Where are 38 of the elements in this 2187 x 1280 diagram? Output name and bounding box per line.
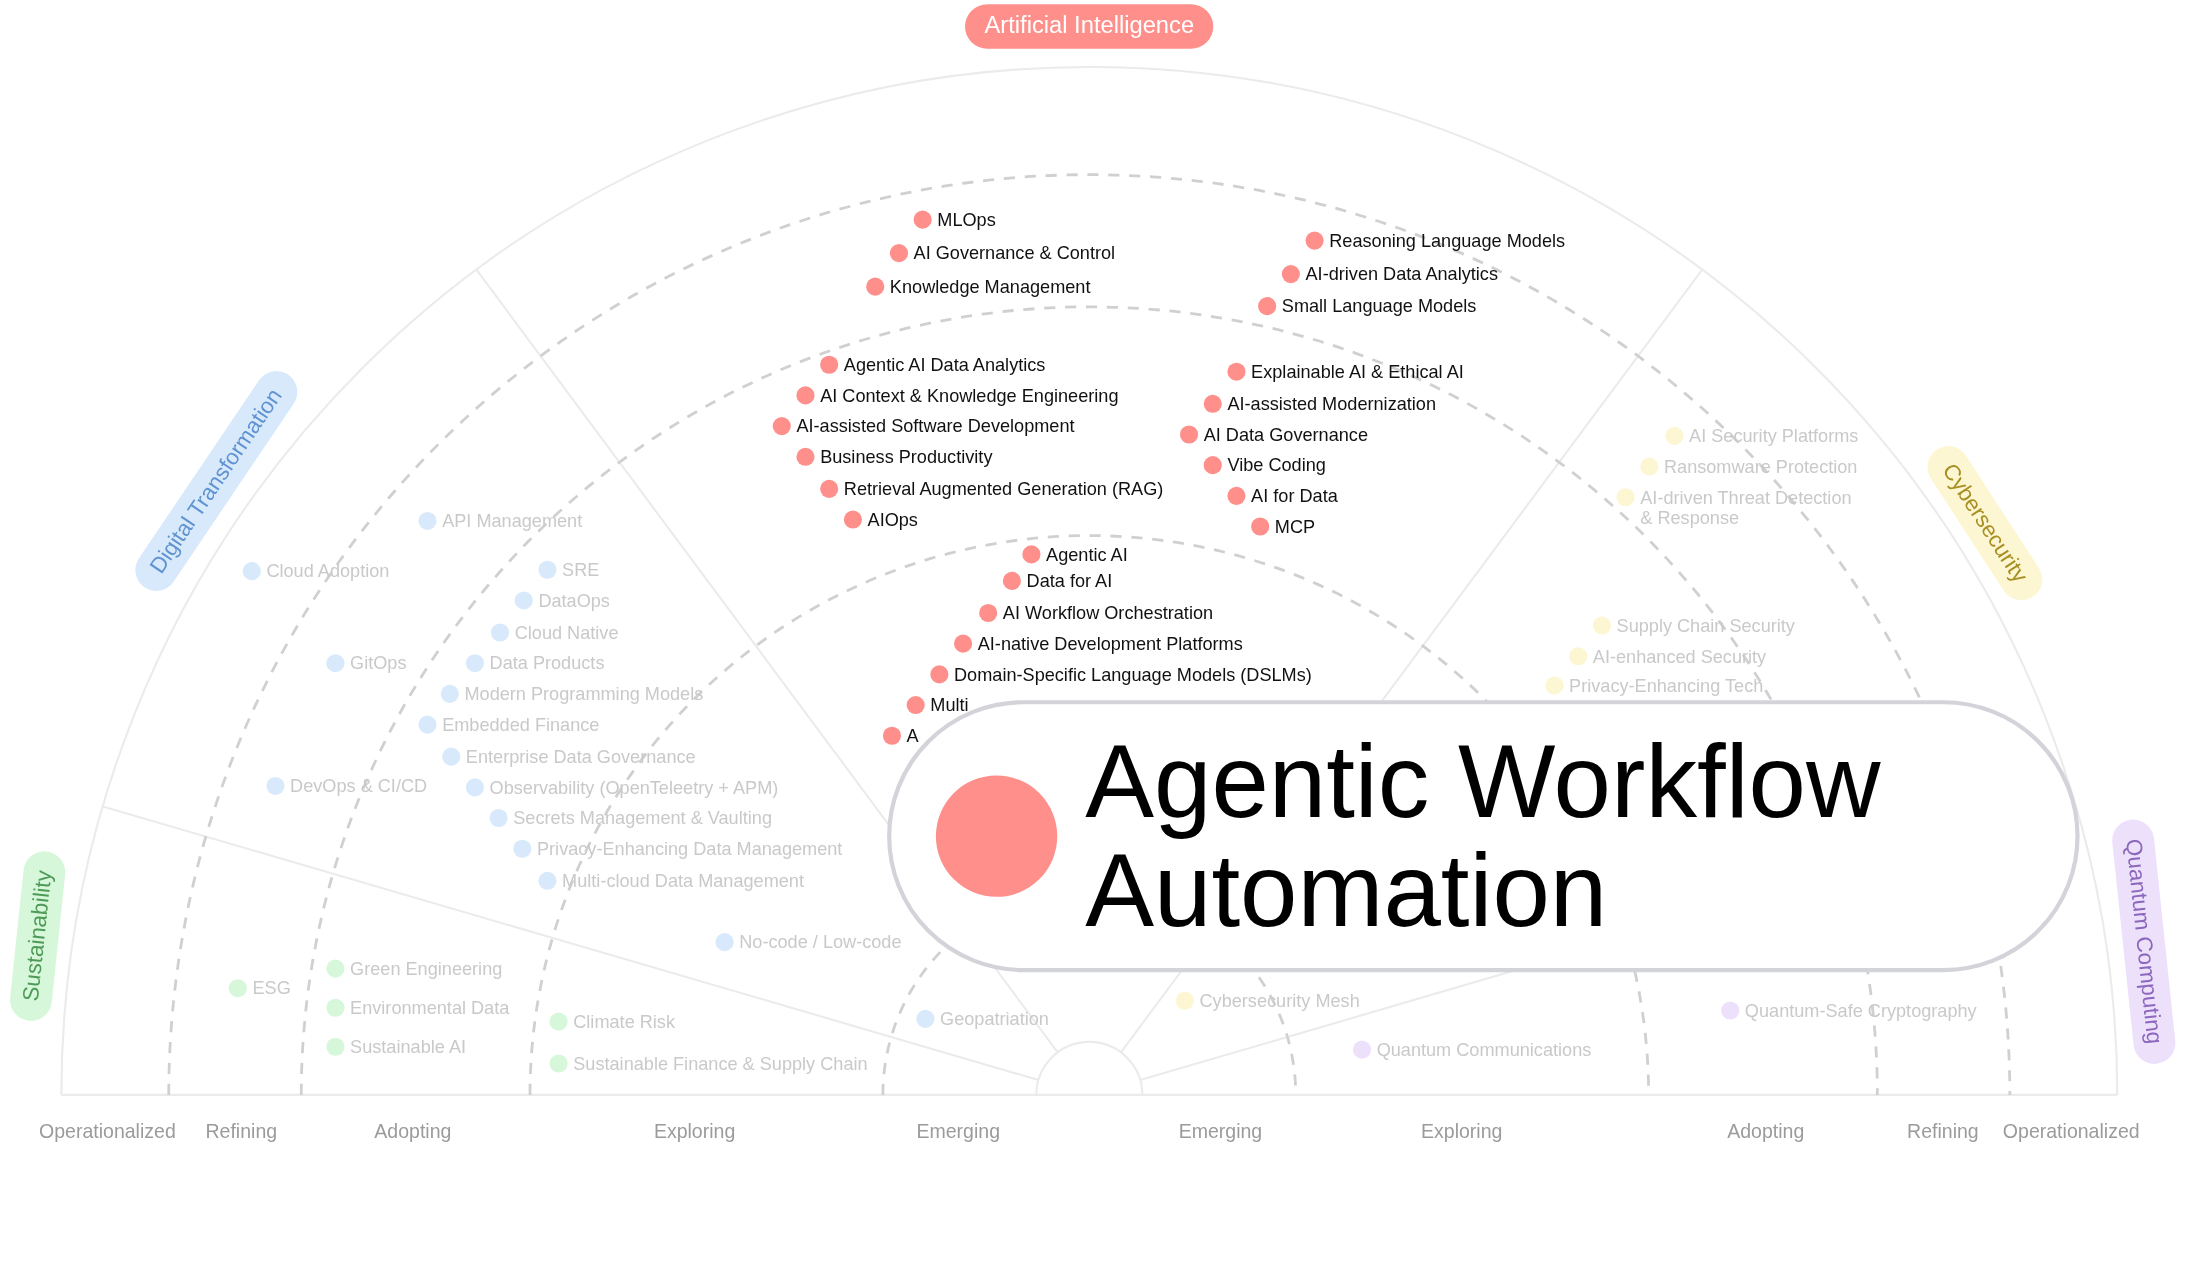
technology-label: AI Data Governance: [1203, 424, 1368, 445]
technology-label: Multi: [930, 694, 969, 716]
technology-label: MLOps: [937, 209, 996, 231]
technology-label: Retrieval Augmented Generation (RAG): [843, 478, 1164, 500]
technology-label: Reasoning Language Models: [1329, 230, 1566, 252]
technology-label: Knowledge Management: [889, 276, 1091, 298]
technology-label: Data for AI: [1026, 570, 1113, 592]
ring-label: Exploring: [653, 1120, 736, 1143]
technology-label: AIOps: [867, 509, 918, 530]
technology-label: AI-assisted Modernization: [1227, 393, 1437, 415]
technology-label: Vibe Coding: [1227, 454, 1326, 476]
technology-label: AI Workflow Orchestration: [1002, 602, 1214, 624]
category-pill: Artificial Intelligence: [965, 4, 1214, 49]
ring-label: Operationalized: [2002, 1120, 2140, 1143]
technology-label: Agentic AI Data Analytics: [843, 354, 1046, 376]
technology-label: Explainable AI & Ethical AI: [1251, 361, 1464, 383]
technology-label: AI-assisted Software Development: [796, 415, 1075, 437]
card-title: Agentic Workflow Automation: [1085, 727, 1882, 945]
category-pill: Quantum Computing: [2110, 817, 2178, 1066]
technology-label: AI-native Development Platforms: [977, 633, 1243, 655]
ring-label: Adopting: [1727, 1120, 1805, 1143]
ring-label: Emerging: [1178, 1120, 1263, 1143]
technology-label: Small Language Models: [1281, 295, 1477, 317]
technology-label: AI Governance & Control: [913, 242, 1116, 264]
technology-label: Business Productivity: [820, 446, 993, 468]
technology-label: AI-driven Data Analytics: [1305, 263, 1498, 285]
ring-label: Exploring: [1421, 1120, 1503, 1143]
technology-label: A: [906, 725, 919, 747]
ring-label: Emerging: [916, 1120, 1000, 1143]
ring-label: Operationalized: [39, 1120, 176, 1143]
ring-label: Adopting: [374, 1120, 452, 1143]
technology-label: Agentic AI: [1046, 543, 1128, 565]
ring-label: Refining: [1907, 1120, 1979, 1143]
technology-label: MCP: [1274, 516, 1316, 537]
technology-label: AI for Data: [1251, 485, 1338, 507]
technology-label: Domain-Specific Language Models (DSLMs): [954, 663, 1312, 685]
technology-label: AI Context & Knowledge Engineering: [820, 384, 1119, 406]
ring-label: Refining: [205, 1120, 278, 1143]
